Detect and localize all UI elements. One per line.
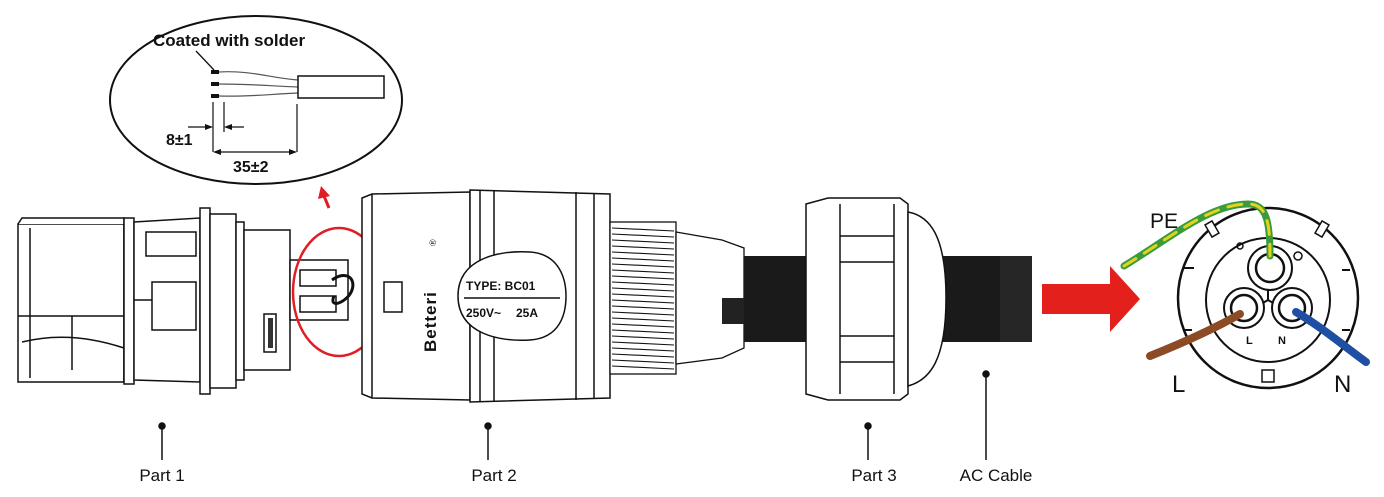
ac-cable-label: AC Cable xyxy=(960,466,1033,485)
part-2-housing xyxy=(361,189,611,403)
l-label: L xyxy=(1172,371,1185,398)
callout-leader xyxy=(195,50,215,71)
pin-label-n: N xyxy=(1278,335,1286,347)
cable-jacket xyxy=(297,75,385,99)
neutral-wire xyxy=(1292,308,1370,366)
thread-line xyxy=(611,281,675,286)
terminal-wires xyxy=(1120,200,1370,366)
n-label: N xyxy=(1334,371,1351,398)
thread-line xyxy=(611,293,675,298)
thread-line xyxy=(611,323,675,328)
part-3-gland-nut xyxy=(805,197,947,401)
thread-line xyxy=(611,287,675,292)
jacket-length-dim: 35±2 xyxy=(233,159,269,176)
thread-line xyxy=(611,239,675,244)
thread-line xyxy=(611,359,675,364)
thread-line xyxy=(611,251,675,256)
inset-pointer-arrow xyxy=(318,186,331,209)
thread-line xyxy=(611,245,675,250)
live-wire xyxy=(1146,310,1244,360)
thread-line xyxy=(611,269,675,274)
thread-line xyxy=(611,305,675,310)
thread-line xyxy=(611,227,675,232)
thread-line xyxy=(611,299,675,304)
thread-line xyxy=(611,341,675,346)
part-1-plug-body xyxy=(17,207,291,395)
type-label-plate xyxy=(457,250,567,342)
direction-arrow xyxy=(1042,266,1140,332)
thread-line xyxy=(611,317,675,322)
thread-line xyxy=(611,353,675,358)
ac-cable-segments xyxy=(744,256,1032,342)
stripped-wires xyxy=(211,70,385,99)
thread-line xyxy=(611,365,675,370)
thread-line xyxy=(611,275,675,280)
pin-label-l: L xyxy=(1246,335,1253,347)
voltage-rating: 250V~ xyxy=(466,306,501,320)
wire-strip-inset: Coated with solder 8±1 35±2 xyxy=(109,15,403,185)
thread-line xyxy=(611,233,675,238)
strip-length-dim: 8±1 xyxy=(166,132,193,149)
current-rating: 25A xyxy=(516,306,538,320)
brand-registered-mark: ® xyxy=(428,239,438,246)
thread-line xyxy=(611,263,675,268)
thread-line xyxy=(611,335,675,340)
part-1-contacts xyxy=(289,259,349,321)
dimension-lines xyxy=(188,102,298,155)
cable-segment-1 xyxy=(744,256,806,342)
part-2-label: Part 2 xyxy=(471,466,516,485)
inset-ellipse xyxy=(109,15,403,185)
brand-logo: Betteri xyxy=(421,291,440,352)
threaded-section xyxy=(609,221,748,375)
thread-line xyxy=(611,347,675,352)
thread-line xyxy=(611,311,675,316)
thread-line xyxy=(611,257,675,262)
part-3-label: Part 3 xyxy=(851,466,896,485)
part-callouts xyxy=(158,370,990,460)
type-label: TYPE: BC01 xyxy=(466,279,536,293)
part-1-label: Part 1 xyxy=(139,466,184,485)
thread-line xyxy=(611,329,675,334)
solder-callout: Coated with solder xyxy=(153,31,305,50)
pe-label: PE xyxy=(1150,210,1178,233)
